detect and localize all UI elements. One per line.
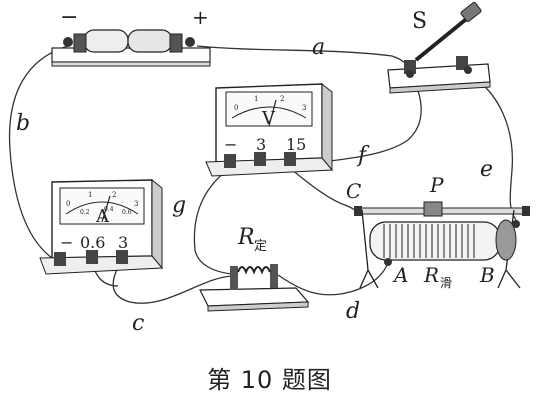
voltmeter-terminal-15[interactable] [284,152,296,166]
wire-label-a: a [312,35,325,60]
ammeter-term-3-label: 3 [118,233,128,252]
voltmeter-scale-3: 3 [302,104,306,112]
switch-handle[interactable] [460,2,482,23]
rheostat-label-R-sub: 滑 [440,276,452,290]
ammeter-scale-3: 3 [134,200,138,208]
rheostat-bracket-left [359,209,379,289]
voltmeter-side [321,82,333,172]
ammeter-subscale-06: 0.6 [122,209,132,216]
voltmeter-term-15-label: 15 [286,135,306,154]
wire-b [8,45,69,259]
switch: S [387,2,491,94]
switch-label: S [412,9,427,34]
voltmeter-terminal-neg[interactable] [224,154,236,168]
rheostat-terminal-D[interactable] [522,206,530,216]
ammeter-scale-0: 0 [66,200,70,208]
voltmeter: 0 1 2 3 V − 3 15 [205,82,334,177]
ammeter-arc [65,201,139,215]
wire-e [467,73,517,221]
switch-terminal-left[interactable] [406,70,414,78]
voltmeter-scale-0: 0 [234,104,238,112]
battery-pos-sign: + [192,5,209,29]
rheostat-rail [359,207,527,215]
switch-post-right [456,56,468,70]
battery-neg-sign: − [60,5,78,30]
ammeter-needle [101,195,111,223]
ammeter-letter: A [95,206,110,227]
fixed-resistor-base-side [207,301,309,312]
battery: − + [51,5,211,67]
ammeter-term-neg-label: − [60,233,73,252]
ammeter-subscale-04: 0.4 [104,206,114,213]
voltmeter-base [205,157,334,177]
voltmeter-letter: V [261,108,276,129]
wire-g [193,167,233,275]
battery-cell-left [83,29,129,53]
wire-c [112,259,233,304]
battery-base-side [51,61,211,67]
wire-a [196,45,411,75]
voltmeter-scale-1: 1 [254,95,258,103]
rheostat-label-B: B [479,263,495,287]
switch-post-left [404,60,416,74]
wire-label-d: d [346,299,360,324]
switch-base-side [389,81,491,94]
voltmeter-dial [225,91,313,127]
ammeter-scale-1: 1 [88,191,92,199]
rheostat-label-P: P [429,173,444,197]
rheostat-label-R: R [423,263,439,287]
rheostat-end-right [495,219,517,261]
rheostat-windings [383,224,475,258]
ammeter-terminal-06[interactable] [86,250,98,264]
battery-cell-right [127,29,173,53]
voltmeter-scale-2: 2 [280,95,284,103]
fixed-resistor-post-right [270,264,278,288]
wire-label-g: g [172,193,186,218]
battery-holder-left [73,33,87,53]
ammeter-side [151,178,163,270]
fixed-resistor: R 定 [199,225,310,312]
wire-label-c: c [132,311,144,336]
ammeter-terminal-neg[interactable] [54,252,66,266]
switch-terminal-right[interactable] [464,66,472,74]
rheostat-terminal-B[interactable] [512,220,520,228]
ammeter-subscale-02: 0.2 [80,209,90,216]
rheostat: C P A R 滑 B [346,173,530,290]
battery-terminal-neg[interactable] [63,37,73,47]
rheostat-terminal-C[interactable] [354,206,362,216]
ammeter-base [39,255,164,275]
voltmeter-needle [268,99,277,127]
voltmeter-term-3-label: 3 [256,135,266,154]
fixed-resistor-label: R [237,225,255,250]
ammeter-term-06-label: 0.6 [80,233,105,252]
fixed-resistor-coil [237,266,271,275]
figure-caption: 第 10 题图 [207,366,332,394]
voltmeter-arc [231,106,307,119]
wire-label-e: e [480,157,493,182]
ammeter-terminal-3[interactable] [116,250,128,264]
wire-label-b: b [16,111,30,136]
wire-d [277,261,389,296]
fixed-resistor-post-left [230,266,238,290]
battery-terminal-pos[interactable] [185,37,195,47]
rheostat-label-A: A [392,263,408,287]
rheostat-slider[interactable] [423,201,443,217]
rheostat-terminal-A[interactable] [384,258,392,266]
switch-lever[interactable] [414,14,472,62]
battery-holder-right [169,33,183,53]
rheostat-label-C: C [346,179,361,203]
ammeter: 0 1 2 3 0.2 0.4 0.6 A − 0.6 3 [39,178,164,275]
fixed-resistor-label-sub: 定 [254,239,267,254]
voltmeter-terminal-3[interactable] [254,152,266,166]
ammeter-dial [59,187,145,225]
ammeter-scale-2: 2 [112,191,116,199]
voltmeter-term-neg-label: − [224,135,237,154]
